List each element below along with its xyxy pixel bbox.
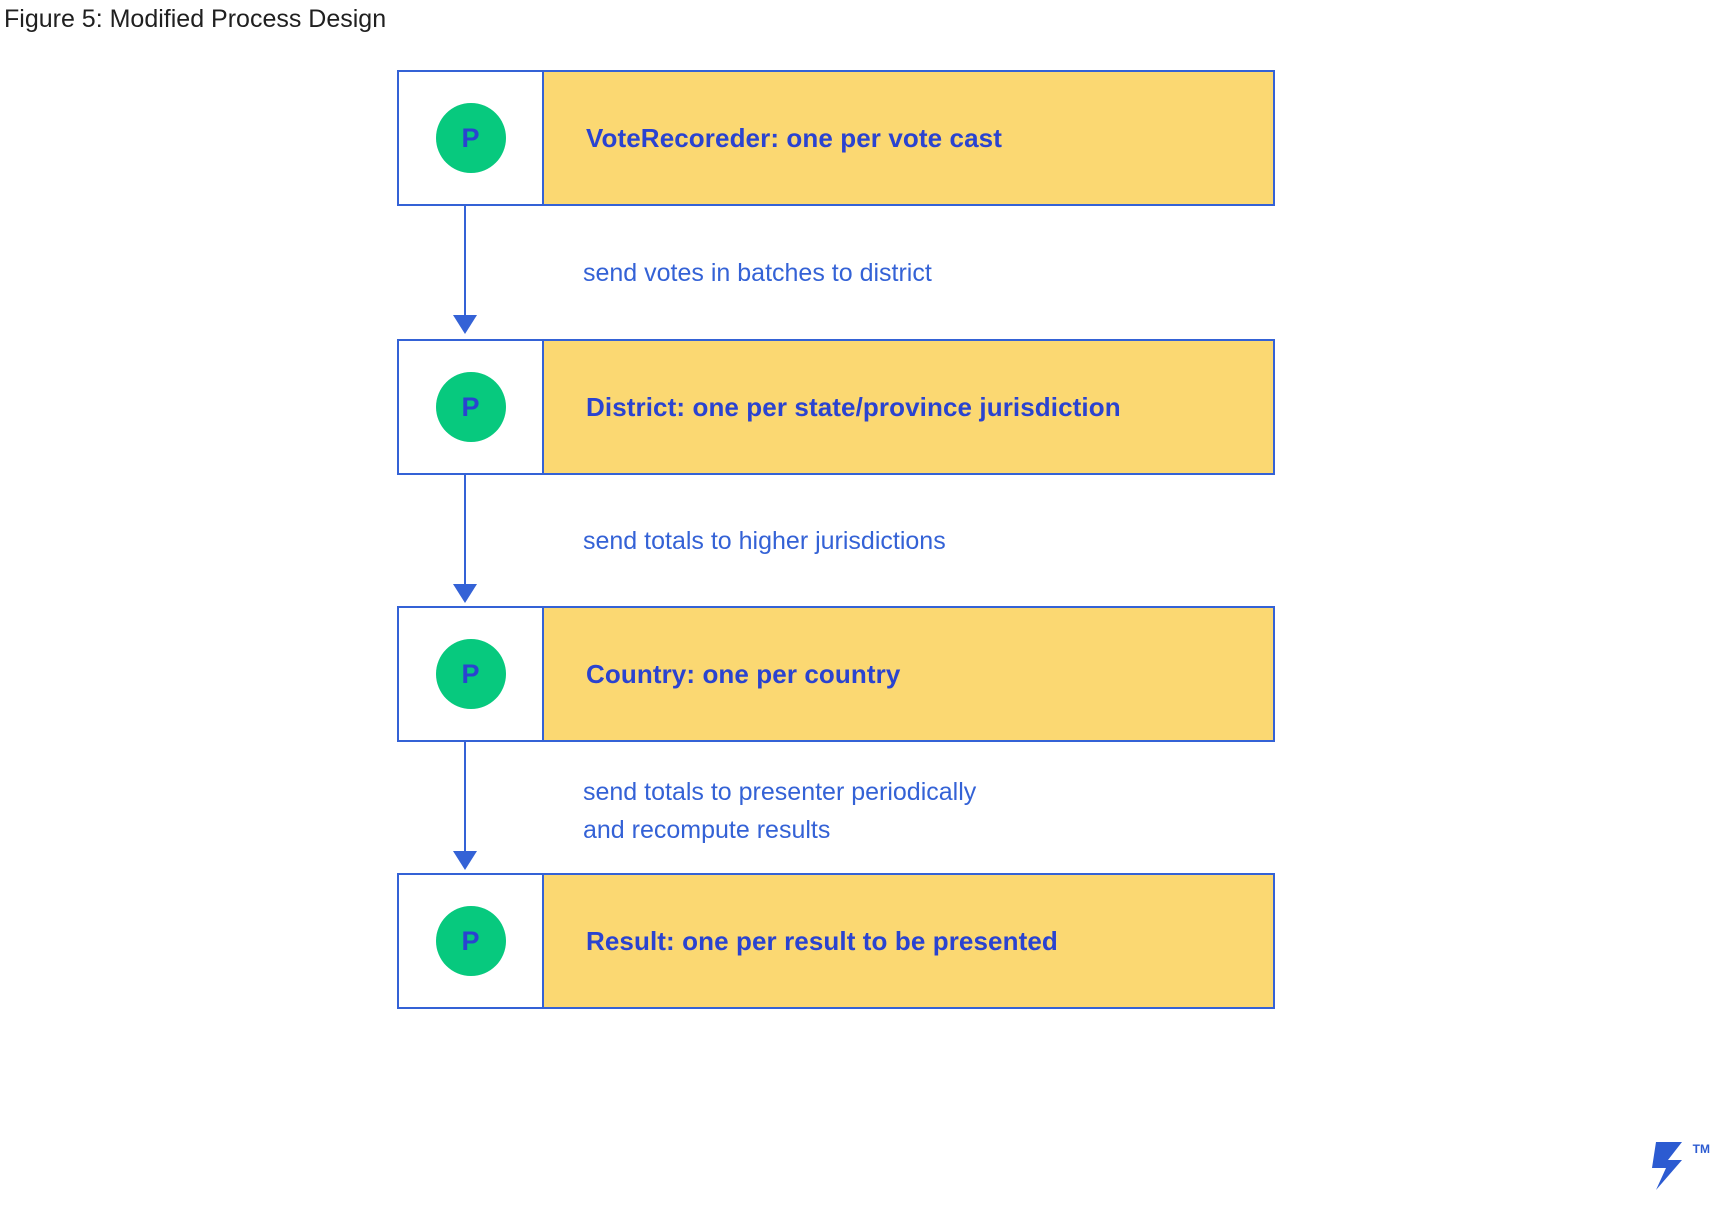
connector-label-2: send totals to higher jurisdictions [583,527,946,555]
node-label: VoteRecoreder: one per vote cast [586,122,1002,153]
process-badge-letter: P [461,925,480,956]
node-icon-cell: P [399,341,544,473]
node-label: Result: one per result to be presented [586,925,1058,956]
node-icon-cell: P [399,875,544,1007]
trademark-label: TM [1692,1142,1710,1156]
connector-line-3 [464,742,466,857]
process-badge-letter: P [461,391,480,422]
process-badge-icon: P [435,639,506,709]
connector-arrowhead-1 [453,315,477,334]
process-badge-icon: P [435,372,506,442]
process-badge-letter: P [461,122,480,153]
node-icon-cell: P [399,608,544,740]
node-icon-cell: P [399,72,544,204]
node-body: VoteRecoreder: one per vote cast [544,72,1273,204]
node-body: District: one per state/province jurisdi… [544,341,1273,473]
connector-label-1: send votes in batches to district [583,259,932,287]
connector-arrowhead-3 [453,851,477,870]
page-title: Figure 5: Modified Process Design [4,5,387,33]
connector-line-2 [464,475,466,590]
connector-line-1 [464,206,466,321]
node-body: Result: one per result to be presented [544,875,1273,1007]
toptal-logo-icon [1652,1142,1682,1190]
process-badge-letter: P [461,658,480,689]
process-badge-icon: P [435,103,506,173]
node-body: Country: one per country [544,608,1273,740]
process-node-vote-recorder[interactable]: P VoteRecoreder: one per vote cast [397,70,1275,206]
node-label: District: one per state/province jurisdi… [586,391,1121,422]
process-node-country[interactable]: P Country: one per country [397,606,1275,742]
process-badge-icon: P [435,906,506,976]
process-node-result[interactable]: P Result: one per result to be presented [397,873,1275,1009]
process-node-district[interactable]: P District: one per state/province juris… [397,339,1275,475]
connector-arrowhead-2 [453,584,477,603]
connector-label-3: send totals to presenter periodically an… [583,778,977,844]
node-label: Country: one per country [586,658,901,689]
